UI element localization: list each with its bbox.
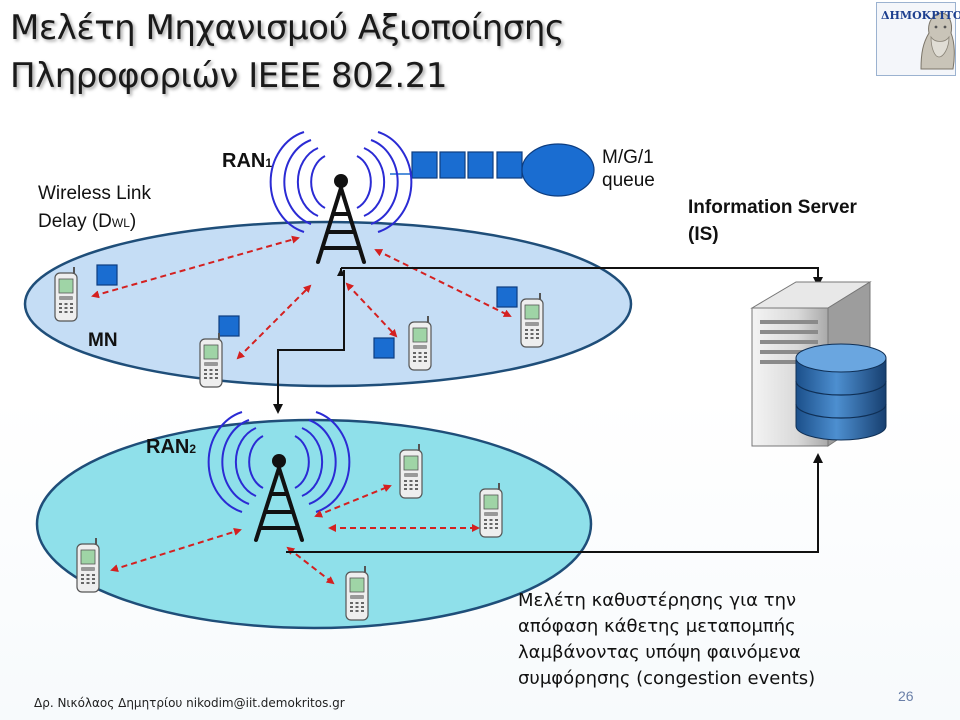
ran2-coverage-area (35, 418, 593, 630)
ran1-tower-icon (269, 131, 413, 264)
description-line: Μελέτη καθυστέρησης για την (518, 590, 797, 611)
mn-label: MN (88, 330, 118, 351)
slide-title: Μελέτη Μηχανισμού Αξιοποίησης Πληροφοριώ… (10, 4, 850, 100)
ran2-label: RAN2 (146, 436, 197, 458)
backhaul-links (273, 267, 823, 553)
queue-label: M/G/1 queue (602, 147, 655, 191)
demokritos-logo: ΔΗΜΟΚΡΙΤΟΣ (876, 2, 960, 76)
database-icon (795, 343, 887, 441)
description-line: απόφαση κάθετης μεταπομπής (518, 616, 796, 637)
logo-bust-icon (920, 12, 955, 70)
title-line-1: Μελέτη Μηχανισμού Αξιοποίησης (10, 8, 565, 48)
description-text: Μελέτη καθυστέρησης για την απόφαση κάθε… (518, 588, 815, 692)
wireless-link-delay-label: Wireless Link Delay (DWL) (38, 183, 151, 232)
description-line: συμφόρησης (congestion events) (518, 668, 816, 689)
description-line: λαμβάνοντας υπόψη φαινόμενα (518, 642, 801, 663)
page-number: 26 (898, 688, 914, 704)
wireless-links-ran2 (110, 484, 480, 585)
ran1-label: RAN1 (222, 150, 273, 172)
title-line-2: Πληροφοριών IEEE 802.21 (10, 56, 447, 96)
wireless-links-ran1 (91, 235, 512, 360)
information-server-label: Information Server (IS) (688, 197, 857, 245)
mg1-queue-icon (390, 143, 595, 197)
footer-author: Δρ. Νικόλαος Δημητρίου nikodim@iit.demok… (34, 696, 345, 710)
